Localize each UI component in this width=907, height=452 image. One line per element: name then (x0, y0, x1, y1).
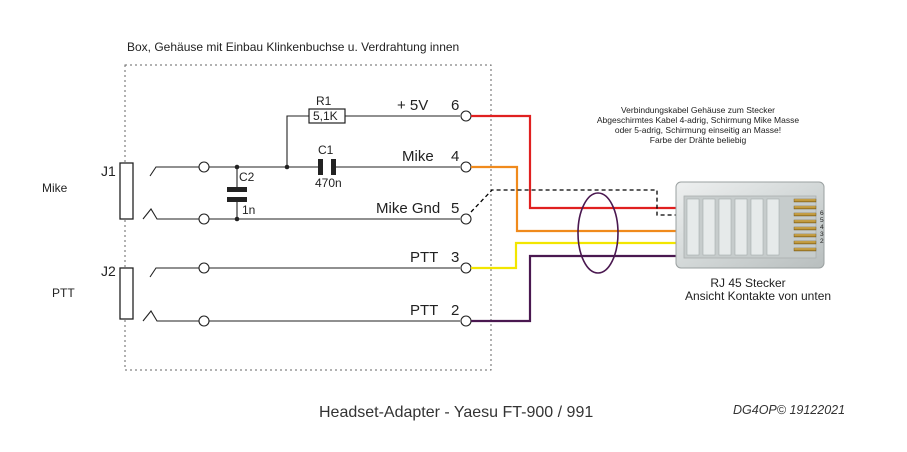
cable-wire-pin5-shield (470, 189, 684, 216)
terminal-5 (460, 213, 472, 225)
terminal-pin-3: 3 (451, 249, 459, 266)
jack-j2-label: PTT (52, 286, 75, 300)
terminal-label-4: Mike (402, 148, 434, 165)
terminal-pin-5: 5 (451, 200, 459, 217)
jack-j1-label: Mike (42, 181, 68, 195)
c1-value: 470n (315, 176, 342, 190)
capacitor-c2-plate-bottom (227, 197, 247, 202)
terminal-3 (460, 262, 472, 274)
jack-terminal (198, 161, 210, 173)
r1-ref: R1 (316, 94, 332, 108)
jack-terminal (198, 315, 210, 327)
c2-ref: C2 (239, 170, 255, 184)
jack-j1-ref: J1 (101, 163, 116, 179)
rj45-pin-label: 6 (820, 210, 824, 217)
terminal-6 (460, 110, 472, 122)
cable-note: Verbindungskabel Gehäuse zum Stecker Abg… (597, 105, 799, 145)
terminal-2 (460, 315, 472, 327)
capacitor-c1-plate-right (331, 159, 336, 175)
terminal-label-2: PTT (410, 302, 438, 319)
enclosure-outline (124, 64, 492, 371)
c2-value: 1n (242, 203, 255, 217)
capacitor-c1-plate-left (318, 159, 323, 175)
jack-j2-tip-contact (149, 267, 200, 278)
author-signature: DG4OP© 19122021 (733, 403, 845, 417)
terminal-pin-4: 4 (451, 148, 459, 165)
rj45-pin-label: 2 (820, 238, 824, 245)
rj45-subtitle: Ansicht Kontakte von unten (685, 289, 831, 303)
cable-wire-pin3 (471, 241, 684, 270)
wire-r1-left (286, 115, 309, 167)
c1-ref: C1 (318, 143, 334, 157)
rj45-connector: 6 5 4 3 2 (675, 181, 825, 269)
jack-j2-sleeve-contact (142, 310, 200, 322)
rj45-pin-label: 4 (820, 224, 824, 231)
jack-j1-body (119, 162, 134, 220)
jack-j1-sleeve-contact (142, 208, 200, 220)
rj45-pin-label: 3 (820, 231, 824, 238)
rj45-pin-label: 5 (820, 217, 824, 224)
junction-dot (234, 164, 240, 170)
junction-dot (234, 216, 240, 222)
junction-dot (284, 164, 290, 170)
cable-note-line: oder 5-adrig, Schirmung einseitig an Mas… (615, 125, 781, 135)
box-title: Box, Gehäuse mit Einbau Klinkenbuchse u.… (127, 40, 459, 54)
terminal-label-6: + 5V (397, 97, 428, 114)
cable-note-line: Abgeschirmtes Kabel 4-adrig, Schirmung M… (597, 115, 799, 125)
jack-terminal (198, 262, 210, 274)
cable-shield-ellipse (577, 192, 619, 274)
terminal-label-5: Mike Gnd (376, 200, 440, 217)
diagram-title: Headset-Adapter - Yaesu FT-900 / 991 (319, 404, 593, 421)
jack-j1-tip-contact (149, 166, 200, 177)
rj45-contacts (793, 198, 817, 252)
cable-note-line: Farbe der Drähte beliebig (650, 135, 747, 145)
terminal-label-3: PTT (410, 249, 438, 266)
r1-value: 5,1K (313, 109, 338, 123)
cable-wire-pin2 (471, 254, 684, 323)
terminal-pin-2: 2 (451, 302, 459, 319)
cable-note-line: Verbindungskabel Gehäuse zum Stecker (621, 105, 775, 115)
cable-wire-pin6 (471, 114, 684, 210)
capacitor-c2-plate-top (227, 187, 247, 192)
cable-wire-pin4 (471, 165, 684, 233)
terminal-4 (460, 161, 472, 173)
jack-j2-ref: J2 (101, 263, 116, 279)
jack-terminal (198, 213, 210, 225)
jack-j2-body (119, 267, 134, 320)
terminal-pin-6: 6 (451, 97, 459, 114)
rj45-title: RJ 45 Stecker (710, 276, 785, 290)
